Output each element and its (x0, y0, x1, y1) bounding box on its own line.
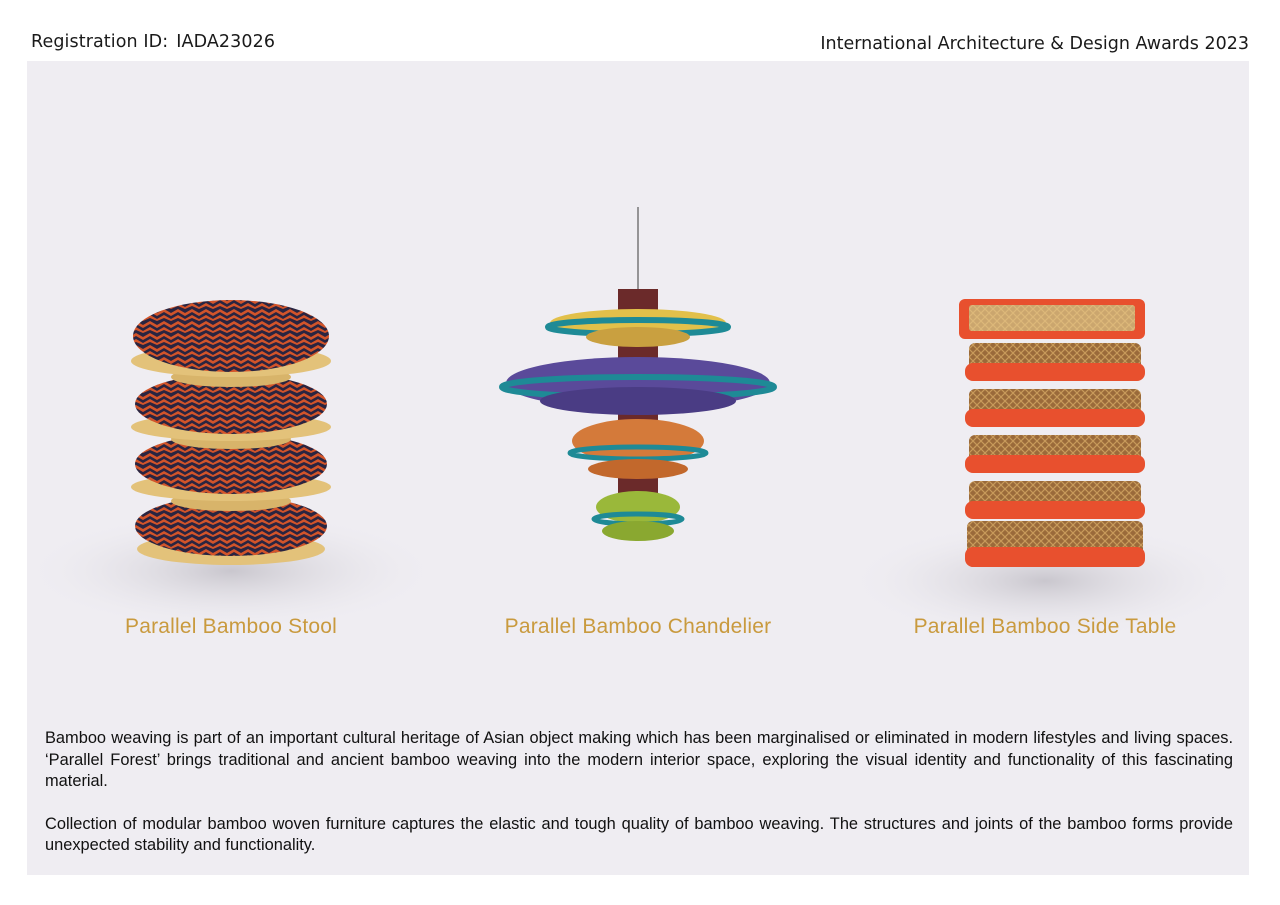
content-panel: Parallel Bamboo Stool Parallel Bamboo Ch… (27, 61, 1249, 875)
description: Bamboo weaving is part of an important c… (45, 728, 1233, 878)
chandelier-caption: Parallel Bamboo Chandelier (504, 615, 772, 638)
stool-image (31, 300, 431, 631)
product-stool (31, 201, 431, 671)
description-paragraph-1: Bamboo weaving is part of an important c… (45, 729, 1233, 790)
side-table-caption: Parallel Bamboo Side Table (913, 615, 1177, 638)
stool-caption: Parallel Bamboo Stool (125, 615, 337, 638)
description-paragraph-2: Collection of modular bamboo woven furni… (45, 814, 1233, 855)
registration-id: IADA23026 (176, 32, 276, 52)
chandelier-image (499, 207, 777, 541)
side-table-image (845, 299, 1245, 641)
product-side-table (845, 201, 1245, 671)
product-chandelier (438, 201, 838, 671)
award-title: International Architecture & Design Awar… (820, 34, 1249, 54)
registration-label: Registration ID: (31, 32, 169, 52)
registration-header: Registration ID: IADA23026 (31, 32, 275, 52)
